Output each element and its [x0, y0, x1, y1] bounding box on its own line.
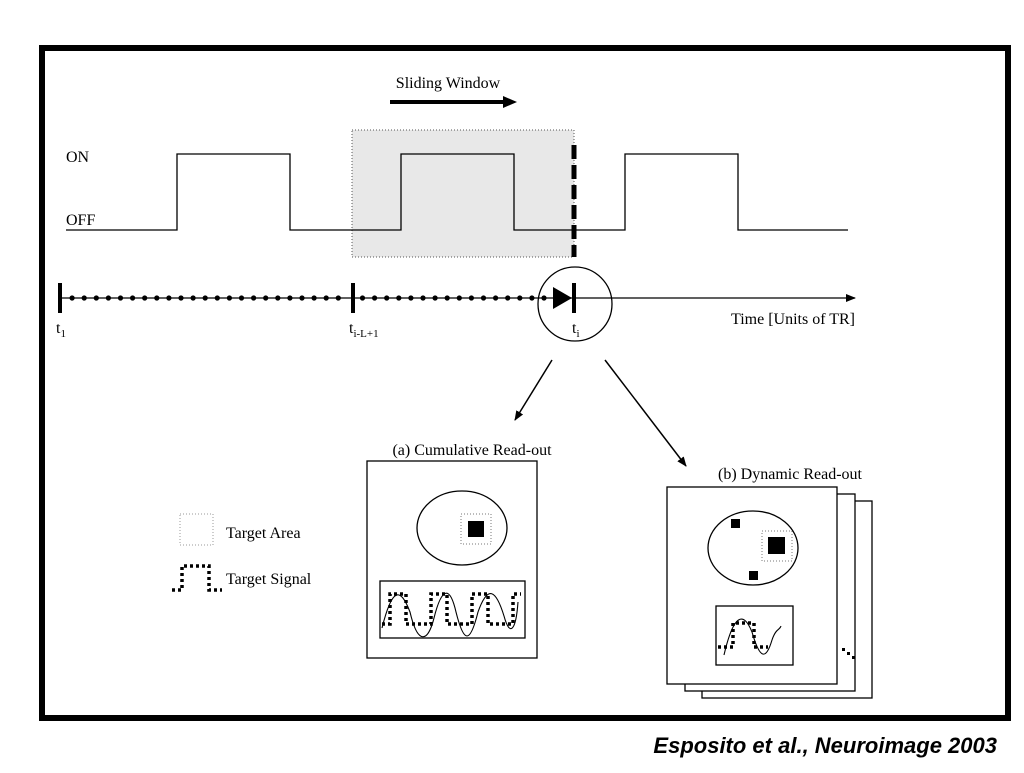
time-sample-dot — [226, 295, 232, 301]
time-sample-dot — [444, 295, 450, 301]
sliding-window-label: Sliding Window — [396, 75, 501, 92]
time-sample-dot — [396, 295, 402, 301]
time-sample-dot — [93, 295, 99, 301]
arrow-to-dynamic — [604, 359, 687, 467]
dynamic-brain-slice-ellipse — [707, 510, 799, 586]
stimulus-waveform — [66, 153, 848, 231]
time-sample-dot — [541, 295, 547, 301]
time-sample-dot — [287, 295, 293, 301]
ti-base: t — [572, 320, 577, 337]
time-sample-dot — [359, 295, 366, 301]
til1-sub: i-L+1 — [353, 328, 378, 340]
time-sample-dot — [432, 295, 438, 301]
target-area-box — [460, 513, 492, 545]
time-sample-dot — [299, 295, 305, 301]
legend-target-area-label: Target Area — [226, 525, 301, 542]
arrow-to-cumulative — [514, 359, 553, 421]
legend-target-signal-swatch — [172, 564, 222, 592]
current-time-circle — [537, 266, 613, 342]
til1-label: ti-L+1 — [349, 320, 379, 340]
time-sample-dot — [505, 295, 511, 301]
time-sample-dot — [130, 295, 136, 301]
sliding-window-arrow-icon — [503, 96, 517, 108]
time-sample-dot — [81, 295, 87, 301]
time-sample-dot — [117, 295, 124, 301]
dynamic-readout-title: (b) Dynamic Read-out — [718, 466, 863, 483]
measured-signal-trace — [381, 592, 519, 638]
time-sample-dot — [493, 295, 499, 301]
time-sample-dot — [311, 295, 317, 301]
dynamic-readout-panel: (b) Dynamic Read-out — [666, 466, 873, 699]
timeline: t1 ti-L+1 ti Time [Units of TR] — [56, 266, 856, 342]
time-axis-label: Time [Units of TR] — [731, 311, 855, 328]
time-sample-dot — [468, 295, 474, 301]
time-sample-dot — [142, 295, 148, 301]
til1-base: t — [349, 320, 354, 337]
timecourse-box — [379, 580, 526, 639]
time-sample-dot — [251, 295, 257, 301]
time-sample-dot — [214, 295, 220, 301]
time-sample-dot — [408, 295, 414, 301]
time-sample-dot — [275, 295, 281, 301]
time-sample-dot — [69, 295, 75, 301]
time-sample-dot — [263, 295, 269, 301]
cumulative-readout-panel: (a) Cumulative Read-out — [366, 442, 552, 659]
time-arrow-icon — [553, 287, 572, 309]
ellipsis-dot — [842, 648, 845, 651]
time-sample-dot — [178, 295, 184, 301]
t1-base: t — [56, 320, 61, 337]
legend-target-signal-label: Target Signal — [226, 571, 312, 588]
time-sample-dot — [517, 295, 523, 301]
dynamic-measured-signal-trace — [723, 618, 782, 656]
legend: Target Area Target Signal — [172, 513, 312, 592]
time-sample-dot — [166, 295, 172, 301]
on-label: ON — [66, 149, 90, 166]
dynamic-voxel-small-1 — [731, 519, 740, 528]
dynamic-voxel-small-2 — [749, 571, 758, 580]
t1-sub: 1 — [60, 328, 66, 340]
off-label: OFF — [66, 212, 95, 229]
time-samples — [69, 295, 547, 301]
ti-label: ti — [572, 320, 580, 340]
target-signal-trace — [382, 592, 521, 626]
time-sample-dot — [420, 295, 426, 301]
time-sample-dot — [372, 295, 378, 301]
cumulative-readout-title: (a) Cumulative Read-out — [392, 442, 552, 459]
time-sample-dot — [480, 295, 487, 301]
activation-voxel — [468, 521, 484, 537]
time-sample-dot — [529, 295, 535, 301]
time-sample-dot — [190, 295, 196, 301]
time-sample-dot — [154, 295, 160, 301]
sliding-window: Sliding Window — [351, 75, 577, 258]
time-sample-dot — [384, 295, 390, 301]
ellipsis-dot — [852, 656, 855, 659]
time-sample-dot — [323, 295, 329, 301]
ti-sub: i — [576, 328, 579, 340]
dynamic-target-area-box — [761, 530, 793, 562]
time-sample-dot — [202, 295, 208, 301]
brain-slice-ellipse — [416, 490, 508, 566]
time-sample-dot — [456, 295, 462, 301]
legend-target-area-swatch — [179, 513, 214, 546]
ellipsis-dot — [847, 652, 850, 655]
t1-label: t1 — [56, 320, 66, 340]
dynamic-activation-voxel — [768, 537, 785, 554]
citation: Esposito et al., Neuroimage 2003 — [653, 733, 997, 758]
time-sample-dot — [238, 295, 245, 301]
dynamic-target-signal-trace — [718, 621, 768, 649]
time-sample-dot — [335, 295, 341, 301]
time-sample-dot — [105, 295, 111, 301]
sliding-window-box — [351, 129, 575, 258]
more-frames-ellipsis — [842, 648, 855, 659]
